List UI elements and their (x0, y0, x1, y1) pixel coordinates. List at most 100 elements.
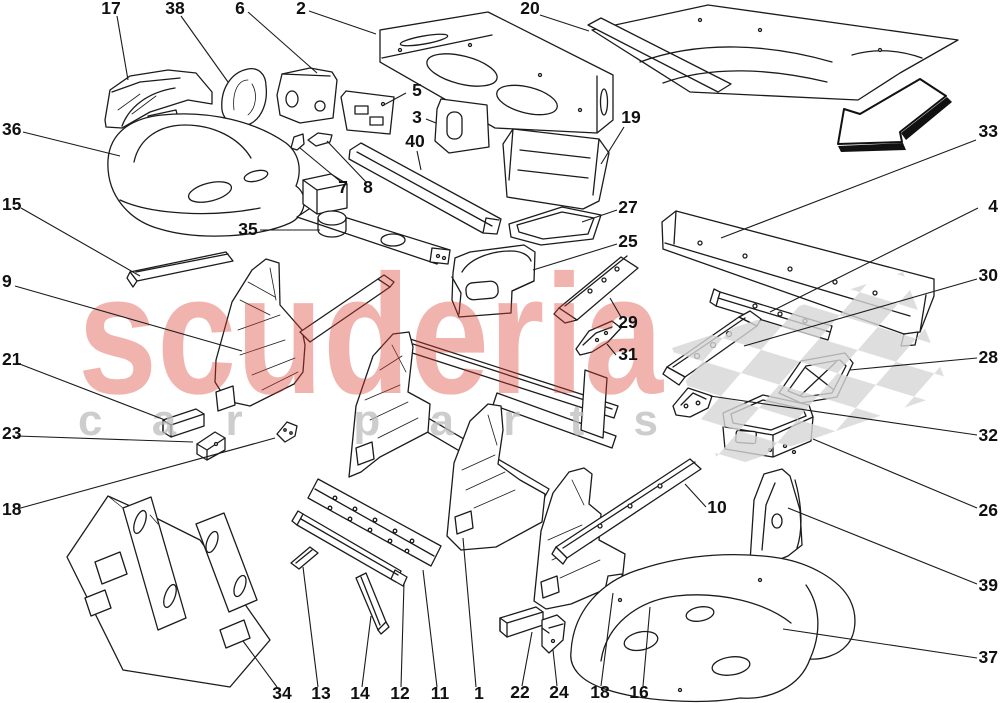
checkered-flag-watermark (672, 272, 950, 470)
callout-number-1: 1 (474, 683, 484, 703)
callout-number-17: 17 (101, 0, 120, 18)
leader-line-3 (425, 118, 437, 124)
leader-line-25 (532, 243, 618, 271)
part-angled-strut (355, 572, 390, 635)
callout-number-18: 18 (2, 499, 22, 519)
leader-line-11 (422, 569, 438, 688)
callout-number-29: 29 (618, 312, 638, 332)
part-wedge-strip (290, 546, 319, 570)
callout-number-24: 24 (549, 682, 569, 702)
leader-line-31 (606, 343, 617, 356)
leader-line-33 (720, 139, 977, 239)
callout-number-11: 11 (431, 683, 450, 703)
part-shield-panel (221, 68, 268, 126)
part-floor-mat (508, 206, 602, 246)
leader-line-30 (743, 278, 978, 347)
leader-line-4 (769, 207, 979, 313)
callout-number-16: 16 (629, 682, 649, 702)
parts-line-art (66, 4, 959, 703)
part-small-box-23 (196, 431, 226, 461)
callout-number-18: 18 (590, 682, 610, 702)
leader-line-38 (180, 15, 229, 83)
part-drilled-plate (307, 478, 442, 567)
callout-number-22: 22 (510, 682, 530, 702)
part-duct-block-22 (499, 606, 544, 638)
callout-number-13: 13 (311, 683, 331, 703)
callout-number-21: 21 (2, 349, 22, 369)
callout-number-19: 19 (621, 107, 641, 127)
leader-line-8 (326, 140, 367, 183)
part-reinforcement-beam (553, 255, 639, 324)
callout-number-33: 33 (979, 121, 999, 141)
leader-line-40 (416, 150, 422, 171)
part-rear-wheelhouse (570, 553, 856, 703)
part-rear-floor-panel (379, 11, 614, 134)
direction-arrow (837, 78, 952, 152)
callout-number-30: 30 (979, 265, 999, 285)
callout-number-14: 14 (350, 683, 370, 703)
part-rear-bulkhead-panel (66, 495, 271, 688)
part-side-panel (434, 98, 490, 154)
leader-line-16 (642, 606, 651, 687)
leader-line-17 (116, 15, 129, 81)
leader-line-24 (552, 649, 558, 687)
callout-number-20: 20 (520, 0, 540, 18)
leader-line-29 (609, 297, 622, 318)
leader-line-21 (16, 362, 166, 421)
part-stepped-bracket (575, 320, 622, 356)
callout-number-40: 40 (405, 131, 425, 151)
callout-number-2: 2 (296, 0, 306, 18)
leader-line-23 (16, 435, 194, 443)
leader-line-15 (20, 207, 141, 277)
callout-number-6: 6 (235, 0, 245, 18)
leader-line-18 (16, 437, 276, 510)
leader-line-27 (581, 209, 618, 223)
callout-number-28: 28 (979, 347, 999, 367)
callout-number-23: 23 (2, 423, 22, 443)
part-side-member-beam (551, 458, 702, 565)
leader-line-14 (361, 615, 372, 688)
leader-line-10 (684, 483, 707, 508)
leader-line-39 (787, 507, 978, 585)
callout-number-36: 36 (2, 119, 22, 139)
leader-line-5 (381, 92, 407, 107)
leader-line-32 (709, 395, 978, 436)
callout-number-5: 5 (412, 80, 422, 100)
part-duct-block-21 (162, 408, 205, 438)
leader-line-28 (849, 357, 978, 371)
part-main-structure-assembly (348, 331, 626, 610)
part-quarter-panel-fin (749, 468, 803, 565)
callout-number-34: 34 (272, 683, 292, 703)
part-bulkhead-panel (276, 67, 338, 124)
part-small-wheel-tub (451, 244, 536, 318)
callout-number-25: 25 (618, 231, 638, 251)
part-front-wheelhouse (107, 113, 305, 237)
leader-line-6 (247, 11, 318, 74)
leader-line-34 (242, 640, 278, 688)
callout-number-10: 10 (707, 497, 727, 517)
callout-number-38: 38 (165, 0, 185, 18)
callout-number-39: 39 (979, 575, 999, 595)
leader-line-22 (521, 631, 533, 687)
leader-line-26 (812, 438, 978, 509)
callout-number-37: 37 (979, 647, 998, 667)
callout-number-26: 26 (979, 500, 999, 520)
leader-line-19 (600, 126, 625, 165)
leader-line-12 (400, 582, 405, 688)
callout-number-9: 9 (2, 271, 12, 291)
callout-number-32: 32 (979, 425, 999, 445)
part-slotted-panel (340, 90, 395, 135)
part-sill-tube (291, 510, 408, 587)
brand-watermark: scuderia (78, 240, 664, 430)
leader-line-20 (539, 14, 590, 32)
callout-number-8: 8 (363, 177, 373, 197)
part-small-bracket-8 (307, 132, 333, 147)
callout-number-12: 12 (390, 683, 410, 703)
part-sill-beam (126, 251, 234, 288)
part-box-panel (502, 128, 610, 210)
callout-number-4: 4 (988, 196, 998, 216)
callout-number-27: 27 (618, 197, 637, 217)
